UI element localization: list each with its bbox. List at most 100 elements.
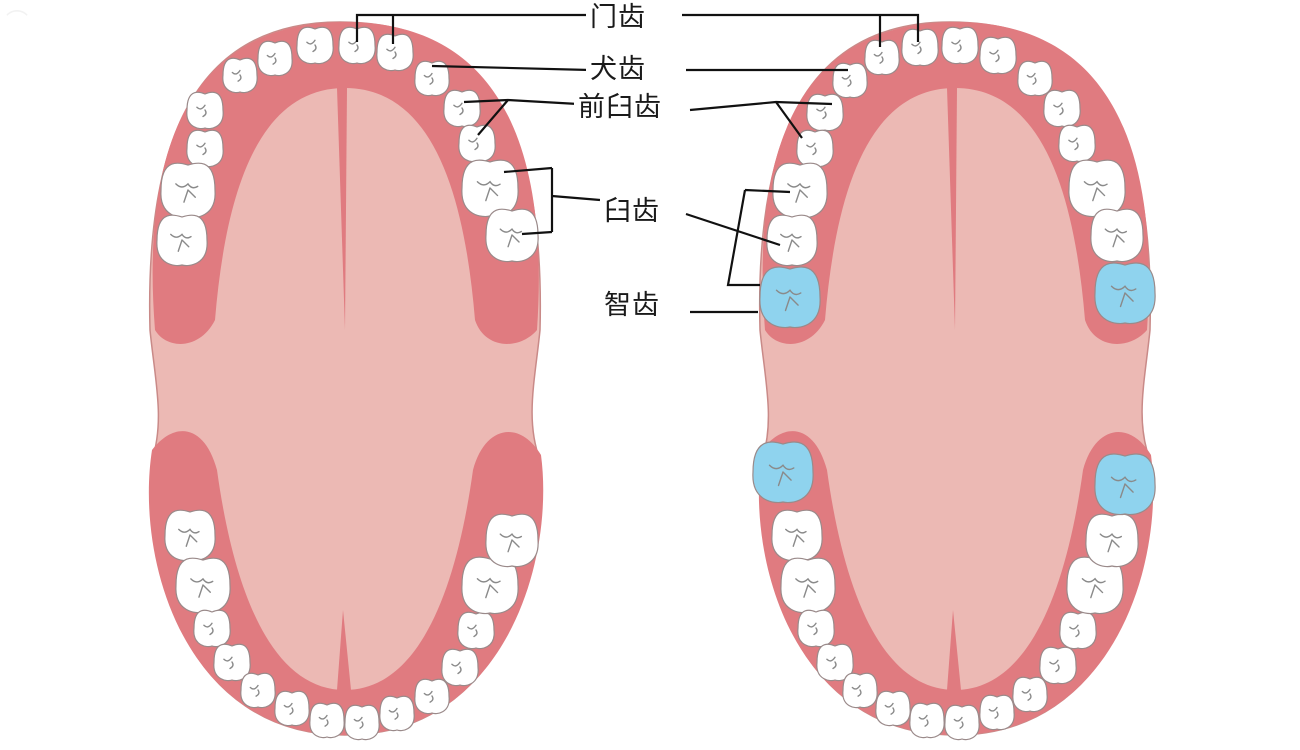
tooth-fissure xyxy=(1081,577,1106,599)
tooth-fissure xyxy=(283,702,294,715)
tooth xyxy=(1058,124,1096,163)
tooth xyxy=(193,609,231,648)
tooth-fissure xyxy=(190,577,214,598)
tooth-fissure xyxy=(1026,72,1037,85)
tooth-fissure xyxy=(196,142,207,156)
tooth xyxy=(864,39,900,76)
molar-tooth xyxy=(772,162,828,219)
palatal-raphe xyxy=(947,88,957,330)
tooth-fissure xyxy=(953,716,964,729)
tooth-fissure xyxy=(499,228,523,248)
tooth xyxy=(457,611,495,650)
label-wisdom: 智齿 xyxy=(600,290,664,322)
tooth xyxy=(257,40,293,77)
tooth-fissure xyxy=(451,661,462,675)
tooth-fissure xyxy=(353,716,364,729)
tooth-fissure xyxy=(851,684,862,697)
tooth-fissure xyxy=(841,74,852,87)
wisdom-tooth xyxy=(752,441,814,504)
tooth-fissure xyxy=(768,464,795,487)
tooth-fissure xyxy=(780,233,802,252)
tooth-fissure xyxy=(423,72,434,85)
tooth xyxy=(816,643,854,682)
tooth-fissure xyxy=(806,142,817,156)
molar-tooth xyxy=(1068,159,1126,218)
tooth xyxy=(1017,60,1053,97)
tooth-fissure xyxy=(453,102,464,116)
tooth-fissure xyxy=(386,46,397,60)
tooth-fissure xyxy=(884,702,895,715)
tooth xyxy=(832,62,868,99)
tooth xyxy=(379,695,415,732)
tooth-fissure xyxy=(1110,285,1137,308)
tooth xyxy=(1059,611,1097,650)
tooth-fissure xyxy=(989,49,1000,63)
tooth-fissure xyxy=(1068,137,1079,151)
tooth-fissure xyxy=(795,577,819,598)
tooth-fissure xyxy=(775,289,802,312)
tooth xyxy=(875,690,911,727)
leader-line xyxy=(431,64,591,72)
leader-line xyxy=(685,188,791,287)
tooth-fissure xyxy=(178,528,200,547)
tooth xyxy=(240,672,276,709)
leader-line xyxy=(689,100,833,139)
tooth xyxy=(344,704,380,741)
leader-line xyxy=(682,13,920,47)
tooth-fissure xyxy=(785,528,807,547)
molar-tooth xyxy=(156,214,208,267)
arch-left xyxy=(148,21,544,741)
tooth-fissure xyxy=(196,104,207,118)
tooth xyxy=(1039,646,1077,685)
tooth xyxy=(186,129,224,168)
tooth-fissure xyxy=(388,707,399,720)
tooth-fissure xyxy=(476,577,501,599)
tooth xyxy=(806,93,844,132)
tooth-fissure xyxy=(988,706,999,719)
tooth xyxy=(944,704,980,741)
tooth xyxy=(1012,676,1048,713)
tooth xyxy=(979,36,1017,75)
tooth-fissure xyxy=(1021,688,1032,701)
tooth-fissure xyxy=(1049,659,1060,673)
tooth xyxy=(443,89,481,128)
tooth-fissure xyxy=(499,533,523,553)
lingual-frenulum xyxy=(947,610,961,690)
tooth xyxy=(222,57,258,94)
tooth-fissure xyxy=(223,656,234,670)
tooth-fissure xyxy=(423,690,434,703)
tooth-fissure xyxy=(170,233,192,252)
label-incisor: 门齿 xyxy=(586,2,650,34)
molar-tooth xyxy=(1085,513,1139,568)
tooth xyxy=(1043,89,1081,128)
molar-tooth xyxy=(485,513,539,568)
tooth-fissure xyxy=(873,51,884,64)
label-canine: 犬齿 xyxy=(586,54,650,86)
watermark-logo: ⌒ xyxy=(6,10,29,35)
molar-tooth xyxy=(1066,556,1124,615)
tooth-fissure xyxy=(807,622,818,636)
tooth xyxy=(296,26,334,65)
tooth xyxy=(414,678,450,715)
tooth-fissure xyxy=(918,714,929,727)
tooth-fissure xyxy=(231,69,242,82)
molar-tooth xyxy=(771,509,823,562)
leader-line xyxy=(503,166,601,236)
wisdom-tooth xyxy=(1094,453,1156,516)
label-molar: 臼齿 xyxy=(600,196,664,228)
tooth-fissure xyxy=(306,39,317,53)
leader-line xyxy=(463,98,579,136)
molar-tooth xyxy=(485,208,539,263)
tooth-fissure xyxy=(1053,102,1064,116)
tooth-fissure xyxy=(476,180,501,202)
tooth xyxy=(309,702,345,739)
tooth xyxy=(186,91,224,130)
molar-tooth xyxy=(461,159,519,218)
molar-tooth xyxy=(164,509,216,562)
wisdom-tooth xyxy=(1094,262,1156,325)
tooth xyxy=(941,26,979,65)
tooth xyxy=(414,60,450,97)
tooth-fissure xyxy=(467,624,478,638)
